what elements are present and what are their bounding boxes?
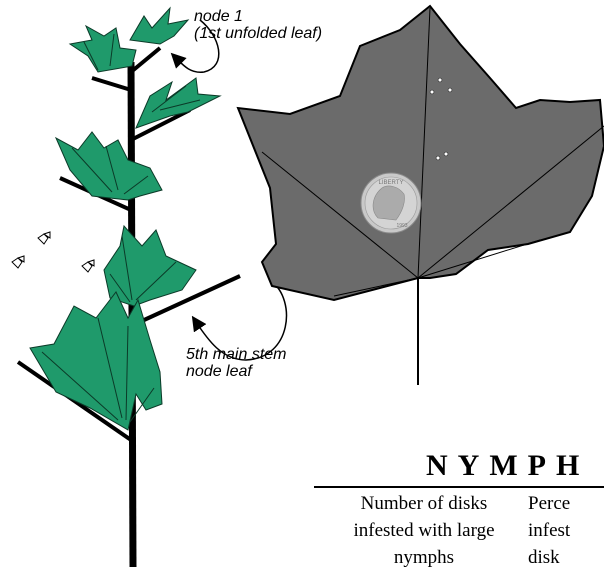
leaf-top-left [70, 26, 136, 72]
coin-liberty-text: LIBERTY [379, 180, 404, 186]
node-1-line1: node 1 [194, 8, 322, 25]
leaf-fifth [30, 292, 162, 430]
insect-icons [12, 232, 94, 272]
leaf-third [56, 132, 162, 200]
table-title: NYMPH [426, 449, 589, 483]
node-5-label: 5th main stem node leaf [186, 346, 286, 380]
node-1-line2: (1st unfolded leaf) [194, 25, 322, 42]
column-header-disks-infested: Number of disks infested with large nymp… [326, 490, 522, 571]
leaf-node-1 [130, 8, 188, 44]
leaf-second [136, 78, 220, 128]
node-5-line1: 5th main stem [186, 346, 286, 363]
coin-year-text: 1993 [396, 223, 407, 229]
quarter-coin: LIBERTY 1993 [361, 173, 421, 233]
column-header-percent-infested: Perce infest disk [528, 490, 604, 571]
gray-leaf [238, 6, 604, 385]
table-rule [314, 486, 604, 488]
node-5-line2: node leaf [186, 363, 286, 380]
leaf-fourth [104, 226, 196, 306]
node-1-label: node 1 (1st unfolded leaf) [194, 8, 322, 42]
